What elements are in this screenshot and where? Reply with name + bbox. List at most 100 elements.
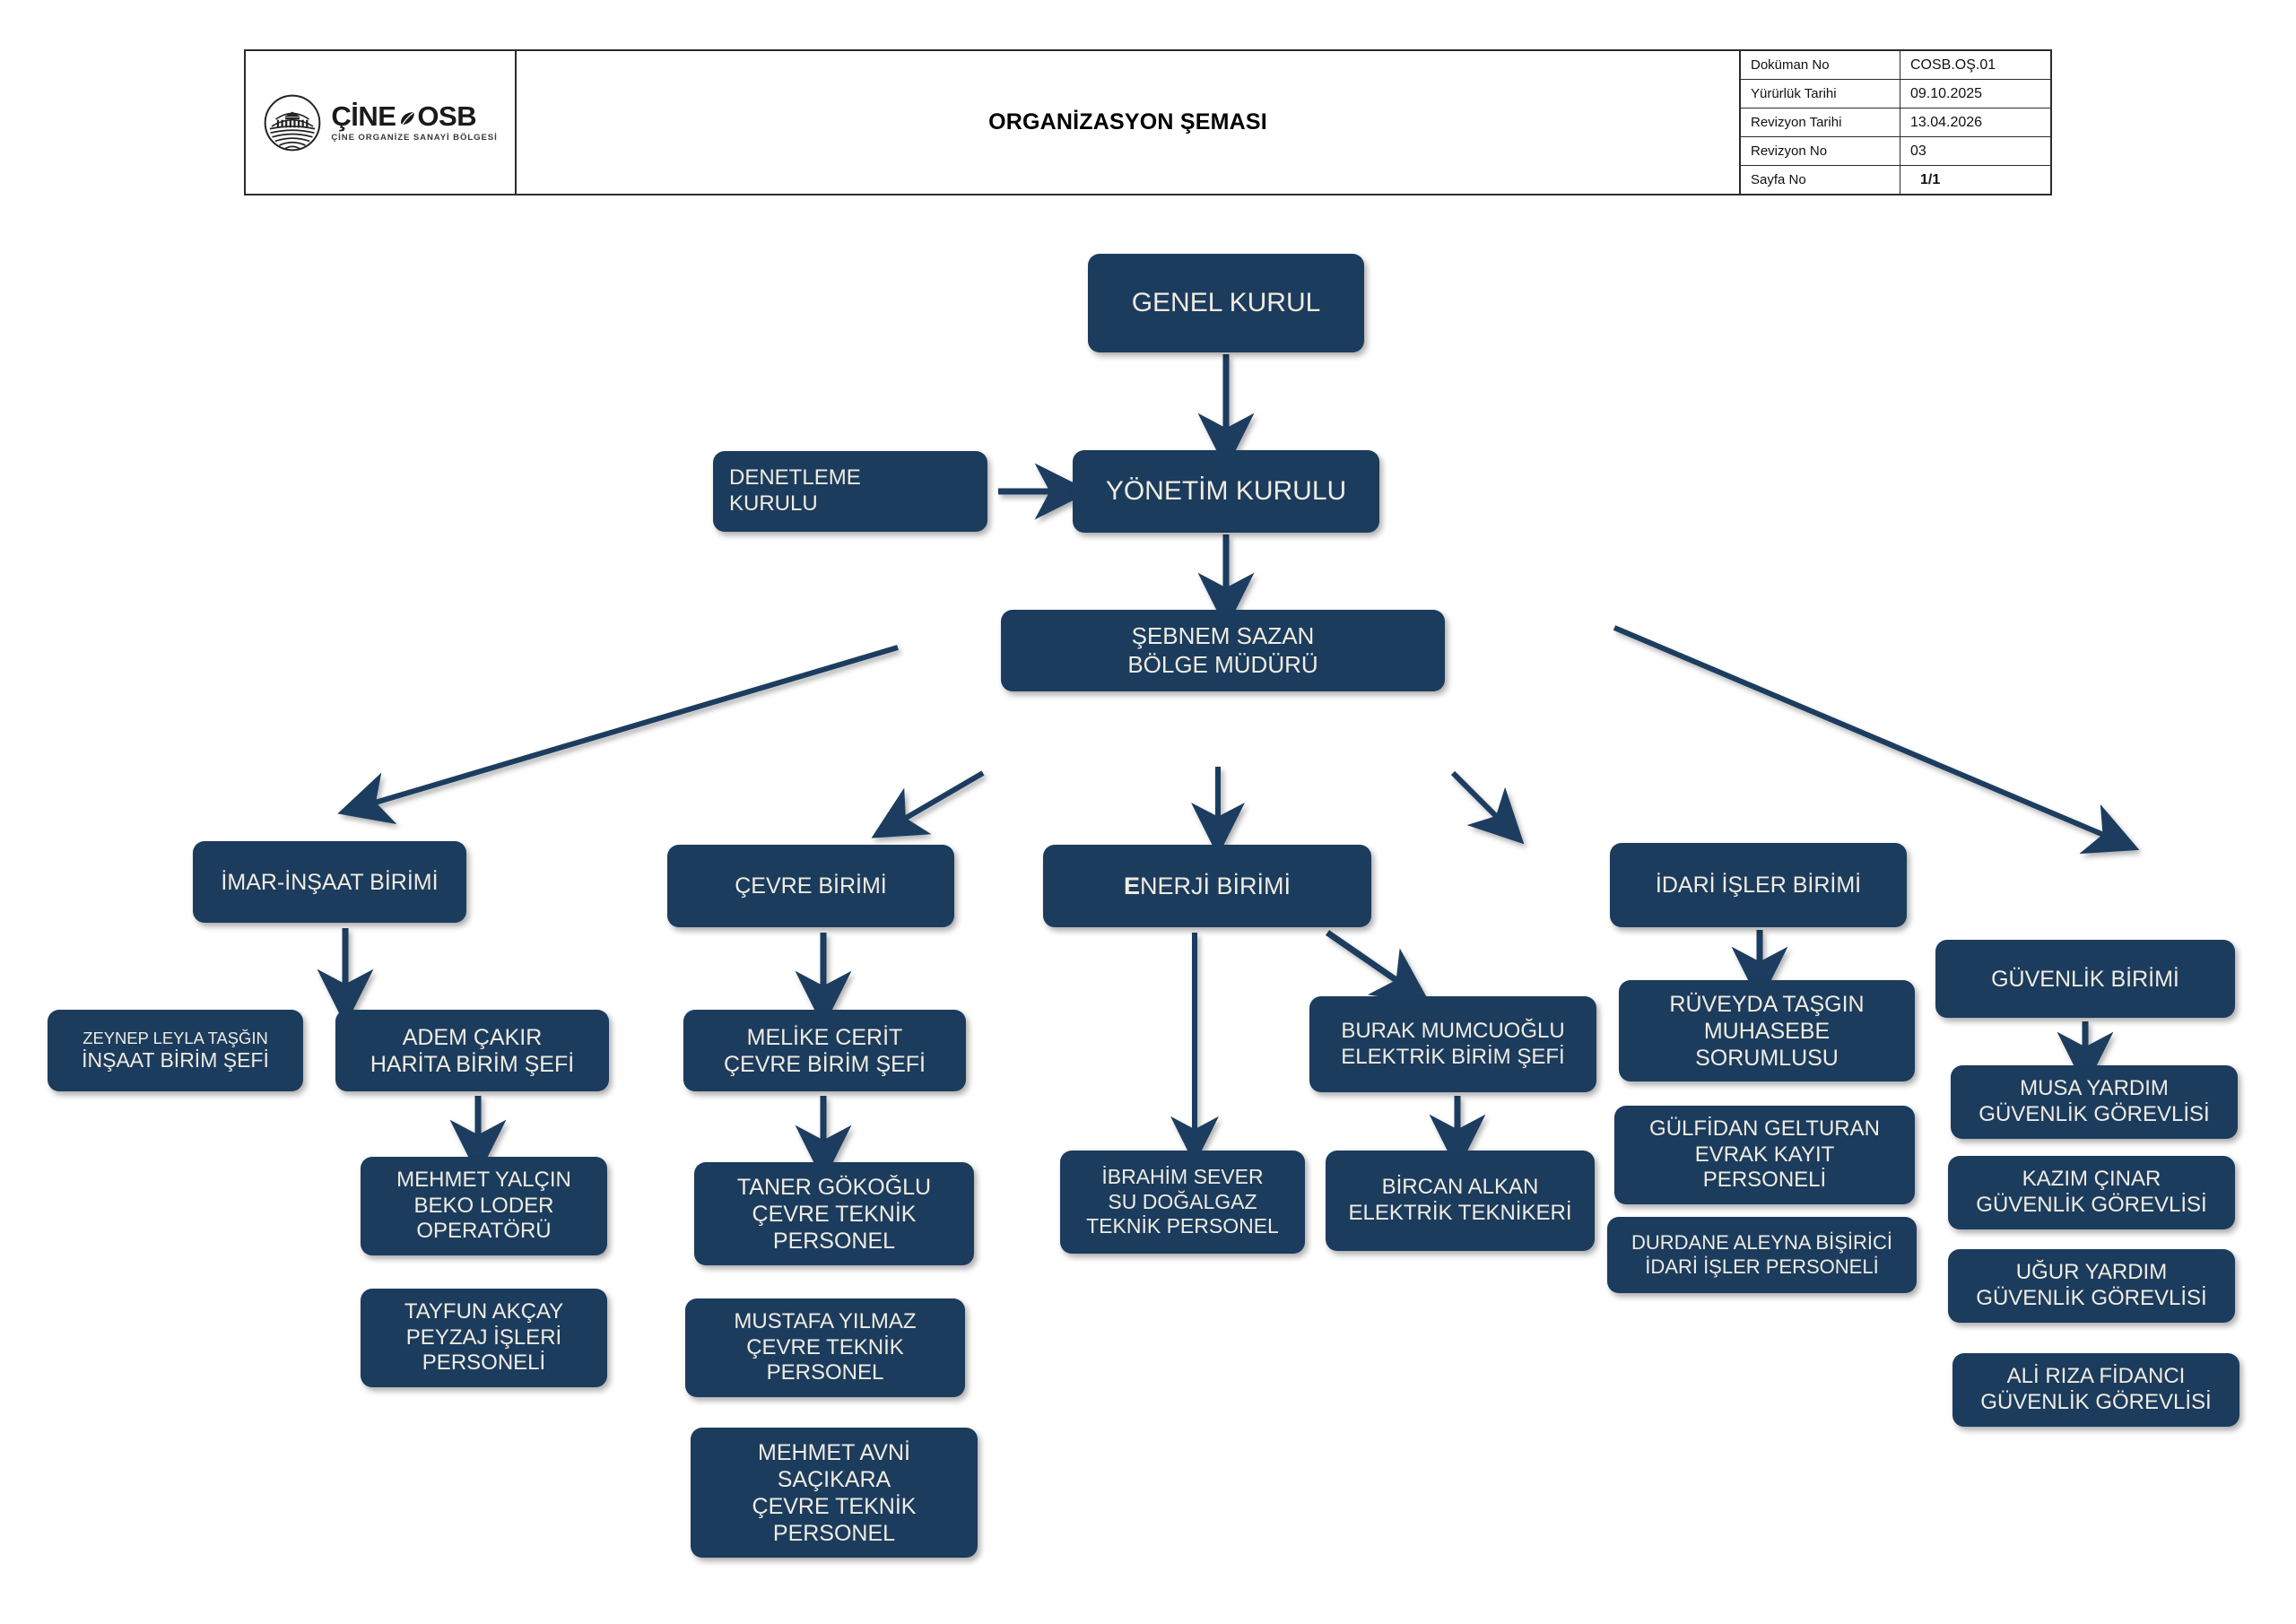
meta-key: Sayfa No — [1741, 166, 1900, 194]
node-line: SAÇIKARA — [777, 1466, 891, 1492]
edge-bolge-to-imar — [337, 645, 899, 825]
logo-title-part2: OSB — [417, 100, 477, 133]
node-line: GÜVENLİK GÖREVLİSİ — [1980, 1390, 2212, 1414]
node-line: HARİTA BİRİM ŞEFİ — [370, 1051, 575, 1077]
leaf-icon — [398, 107, 416, 127]
node-imar-insaat-birimi: İMAR-İNŞAAT BİRİMİ — [193, 841, 466, 923]
node-line: BURAK MUMCUOĞLU — [1341, 1018, 1565, 1043]
node-line: İDARİ İŞLER PERSONELİ — [1645, 1255, 1879, 1278]
node-line: UĞUR YARDIM — [2015, 1260, 2168, 1285]
node-line: PERSONEL — [766, 1360, 884, 1385]
edge-enerji-to-burak — [1326, 930, 1431, 1004]
node-line: GENEL KURUL — [1131, 288, 1321, 317]
node-line: KURULU — [729, 491, 818, 516]
node-line: PERSONEL — [772, 1520, 896, 1546]
node-line: MEHMET YALÇIN — [396, 1167, 571, 1192]
cine-osb-logo: ÇİNE OSB ÇİNE ORGANİZE SANAYİ BÖLGESİ — [263, 93, 497, 152]
node-line: ÇEVRE TEKNİK — [746, 1334, 904, 1359]
meta-row: Yürürlük Tarihi 09.10.2025 — [1741, 80, 2050, 109]
node-line: MUSTAFA YILMAZ — [734, 1308, 917, 1333]
node-genel-kurul: GENEL KURUL — [1088, 254, 1364, 352]
amphitheater-icon — [264, 94, 321, 151]
node-line: BİRCAN ALKAN — [1381, 1175, 1539, 1200]
node-line: MUSA YARDIM — [2020, 1076, 2169, 1101]
node-line: DURDANE ALEYNA BİŞİRİCİ — [1631, 1231, 1892, 1255]
node-label: YÖNETİM KURULU — [1106, 475, 1346, 508]
edge-bolge-to-cevre — [871, 770, 985, 838]
node-line: SORUMLUSU — [1695, 1045, 1839, 1071]
node-line: GÜVENLİK BİRİMİ — [1991, 966, 2179, 992]
edge-bolge-to-guvenlik — [1613, 625, 2140, 855]
document-title-cell: ORGANİZASYON ŞEMASI — [517, 51, 1741, 194]
node-line: MUHASEBE — [1703, 1018, 1831, 1044]
node-line: ÇEVRE BİRİMİ — [735, 873, 887, 899]
page-title: ORGANİZASYON ŞEMASI — [988, 109, 1267, 135]
logo-cell: ÇİNE OSB ÇİNE ORGANİZE SANAYİ BÖLGESİ — [246, 51, 517, 194]
meta-value: 1/1 — [1920, 171, 1941, 187]
node-line: PERSONEL — [772, 1228, 896, 1254]
meta-key: Yürürlük Tarihi — [1741, 80, 1900, 108]
node-enerji-birimi: ENERJİ BİRİMİ — [1043, 845, 1371, 927]
meta-value: 09.10.2025 — [1910, 85, 1983, 101]
node-line: TEKNİK PERSONEL — [1086, 1214, 1279, 1238]
node-line: GÜLFİDAN GELTURAN — [1649, 1116, 1880, 1141]
meta-row: Sayfa No 1/1 — [1741, 166, 2050, 194]
node-cevre-birimi: ÇEVRE BİRİMİ — [667, 845, 954, 927]
node-line: İNŞAAT BİRİM ŞEFİ — [82, 1047, 269, 1072]
node-line: ADEM ÇAKIR — [402, 1024, 543, 1050]
node-line: ŞEBNEM SAZAN — [1131, 622, 1315, 650]
node-line: PEYZAJ İŞLERİ — [405, 1324, 562, 1350]
node-line: İMAR-İNŞAAT BİRİMİ — [221, 869, 439, 895]
node-yonetim-kurulu: YÖNETİM KURULU — [1073, 450, 1379, 533]
meta-value: 03 — [1910, 143, 1926, 159]
node-line: KAZIM ÇINAR — [2022, 1167, 2161, 1192]
node-label: İDARİ İŞLER BİRİMİ — [1656, 872, 1861, 899]
node-line: SU DOĞALGAZ — [1108, 1189, 1257, 1213]
node-label: İMAR-İNŞAAT BİRİMİ — [221, 869, 438, 896]
node-label: GENEL KURUL — [1132, 287, 1321, 319]
node-line: ALİ RIZA FİDANCI — [2006, 1364, 2186, 1389]
node-line: ÇEVRE TEKNİK — [752, 1201, 917, 1227]
node-line: EVRAK KAYIT — [1694, 1142, 1835, 1167]
node-line: BÖLGE MÜDÜRÜ — [1127, 650, 1318, 678]
node-line: PERSONELİ — [1702, 1168, 1827, 1193]
node-line: İDARİ İŞLER BİRİMİ — [1655, 873, 1862, 898]
logo-title-part1: ÇİNE — [331, 100, 396, 133]
node-line: PERSONELİ — [422, 1350, 546, 1376]
node-line: ZEYNEP LEYLA TAŞĞIN — [83, 1028, 268, 1047]
node-line: TANER GÖKOĞLU — [736, 1174, 932, 1200]
meta-key: Doküman No — [1741, 51, 1900, 79]
meta-key: Revizyon Tarihi — [1741, 109, 1900, 136]
